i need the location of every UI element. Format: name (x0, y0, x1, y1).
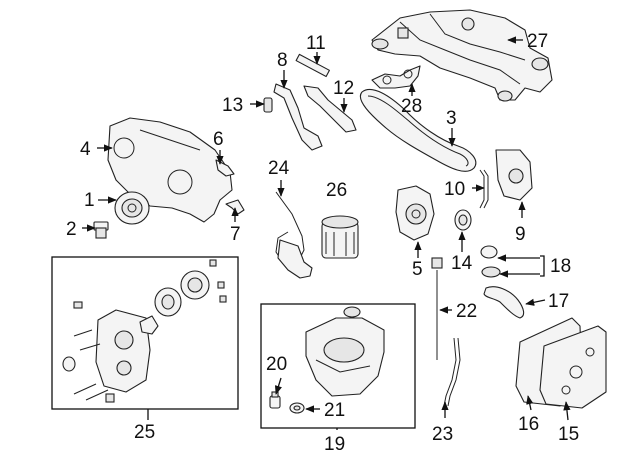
callout-10: 10 (444, 179, 465, 200)
timing-guide-parts (263, 53, 357, 151)
callout-15: 15 (558, 424, 579, 445)
callout-12: 12 (333, 78, 354, 99)
drain-washer-part (289, 402, 305, 414)
pulley-bolt-part (93, 221, 109, 239)
callout-25: 25 (134, 422, 155, 443)
callout-23: 23 (432, 424, 453, 445)
callout-14: 14 (451, 253, 473, 274)
callout-8: 8 (277, 50, 288, 71)
callout-27: 27 (527, 31, 548, 52)
thermostat-housing-part (495, 149, 533, 201)
callout-20: 20 (266, 354, 287, 375)
callout-2: 2 (66, 219, 77, 240)
callout-28: 28 (401, 96, 422, 117)
callout-24: 24 (268, 158, 290, 179)
oil-pan-part (305, 306, 385, 397)
callout-3: 3 (446, 108, 457, 129)
oil-pump-assembly-part (62, 259, 227, 403)
callout-22: 22 (456, 301, 477, 322)
callout-19: 19 (324, 434, 345, 455)
water-pump-part (395, 185, 435, 241)
callout-26: 26 (326, 180, 347, 201)
manifold-gasket-part (371, 65, 421, 89)
callout-6: 6 (213, 129, 224, 150)
callout-13: 13 (222, 95, 243, 116)
callout-11: 11 (306, 33, 326, 54)
crank-pulley-part (114, 191, 150, 225)
oil-level-tube-part (275, 191, 313, 279)
hose-part (479, 169, 489, 209)
callout-18: 18 (550, 256, 571, 277)
callout-1: 1 (84, 190, 95, 211)
guide-tube-part (443, 337, 461, 407)
callout-labels: 1 2 3 4 5 6 7 8 9 10 11 12 13 14 15 16 1… (66, 31, 579, 455)
callout-17: 17 (548, 291, 569, 312)
intake-manifold-part (371, 9, 553, 102)
callout-16: 16 (518, 414, 539, 435)
callout-7: 7 (230, 224, 241, 245)
callout-9: 9 (515, 224, 526, 245)
seal-part (454, 209, 472, 231)
oil-filter-part (321, 215, 359, 259)
timing-belt-part (359, 88, 477, 172)
valve-cover-part (515, 317, 607, 409)
drain-plug-part (269, 391, 281, 409)
callout-5: 5 (412, 259, 423, 280)
leader-lines (82, 36, 571, 430)
dipstick-part (431, 257, 443, 360)
filler-cap-part (480, 245, 501, 278)
callout-4: 4 (80, 139, 91, 160)
pipe-part (483, 286, 525, 319)
callout-21: 21 (324, 400, 345, 421)
